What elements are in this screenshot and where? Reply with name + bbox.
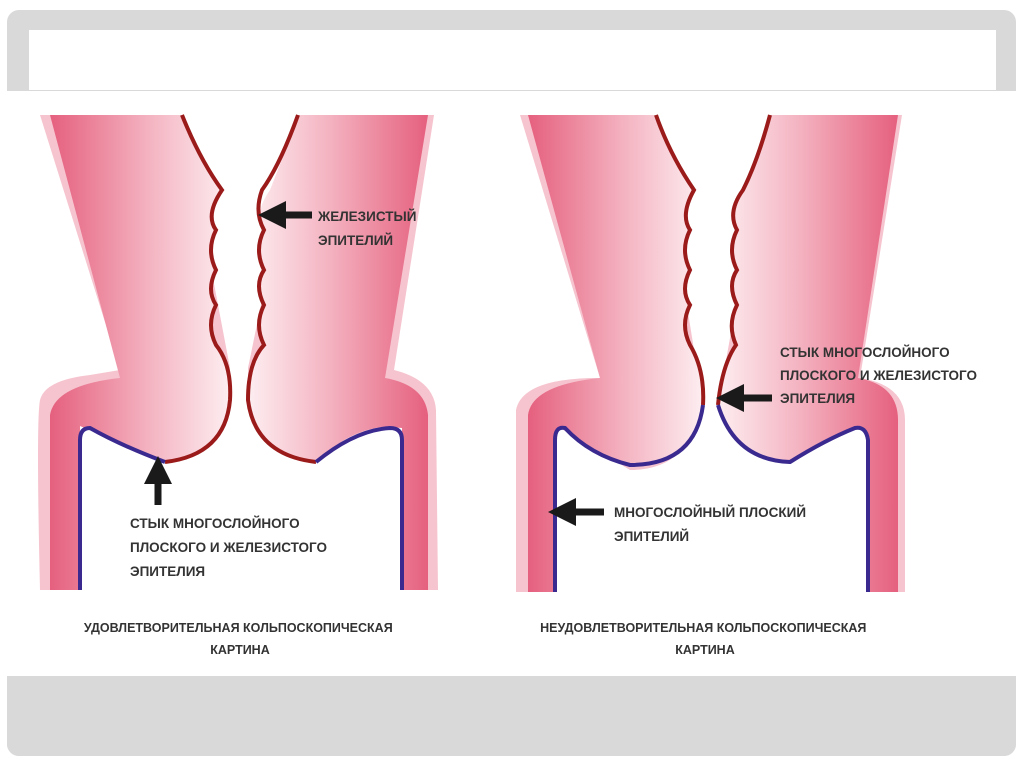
slide-top-band xyxy=(29,30,996,90)
left-squamous-line-right xyxy=(314,425,404,590)
right-squamous-line-right xyxy=(716,404,870,592)
right-caption-line1: НЕУДОВЛЕТВОРИТЕЛЬНАЯ КОЛЬПОСКОПИЧЕСКАЯ xyxy=(540,621,866,635)
right-lobe-right xyxy=(718,115,898,592)
right-squamous-label-line2: ЭПИТЕЛИЙ xyxy=(614,529,689,544)
left-glandular-label-line2: ЭПИТЕЛИЙ xyxy=(318,233,393,248)
left-caption-line1: УДОВЛЕТВОРИТЕЛЬНАЯ КОЛЬПОСКОПИЧЕСКАЯ xyxy=(84,621,393,635)
left-glandular-line-left xyxy=(164,114,233,464)
left-caption: УДОВЛЕТВОРИТЕЛЬНАЯ КОЛЬПОСКОПИЧЕСКАЯ КАР… xyxy=(84,621,396,657)
right-squamous-line-left xyxy=(553,404,705,592)
right-squamous-label-line1: МНОГОСЛОЙНЫЙ ПЛОСКИЙ xyxy=(614,505,806,520)
left-squamous-line-left xyxy=(78,425,166,590)
left-lobe-right xyxy=(248,115,428,590)
left-glandular-label: ЖЕЛЕЗИСТЫЙ ЭПИТЕЛИЙ xyxy=(317,209,420,248)
left-glandular-label-line1: ЖЕЛЕЗИСТЫЙ xyxy=(317,209,416,224)
left-glandular-line-right xyxy=(245,114,317,464)
left-caption-line2: КАРТИНА xyxy=(210,643,270,657)
right-squamous-label: МНОГОСЛОЙНЫЙ ПЛОСКИЙ ЭПИТЕЛИЙ xyxy=(614,505,810,544)
right-lobe-left xyxy=(528,115,704,592)
right-caption-line2: КАРТИНА xyxy=(675,643,735,657)
right-glandular-line-left xyxy=(654,114,706,406)
left-junction-label: СТЫК МНОГОСЛОЙНОГО ПЛОСКОГО И ЖЕЛЕЗИСТОГ… xyxy=(130,516,331,579)
left-junction-label-line3: ЭПИТЕЛИЯ xyxy=(130,564,205,579)
right-junction-label-line1: СТЫК МНОГОСЛОЙНОГО xyxy=(780,345,950,360)
right-junction-label-line3: ЭПИТЕЛИЯ xyxy=(780,391,855,406)
right-junction-label: СТЫК МНОГОСЛОЙНОГО ПЛОСКОГО И ЖЕЛЕЗИСТОГ… xyxy=(780,345,981,406)
left-cervix: ЖЕЛЕЗИСТЫЙ ЭПИТЕЛИЙ СТЫК МНОГОСЛОЙНОГО П… xyxy=(38,114,438,657)
left-lobe-left xyxy=(50,115,231,590)
left-junction-label-line1: СТЫК МНОГОСЛОЙНОГО xyxy=(130,516,300,531)
left-junction-label-line2: ПЛОСКОГО И ЖЕЛЕЗИСТОГО xyxy=(130,540,327,555)
right-cervix: СТЫК МНОГОСЛОЙНОГО ПЛОСКОГО И ЖЕЛЕЗИСТОГ… xyxy=(516,114,981,657)
slide-bottom-band xyxy=(7,676,1016,756)
right-caption: НЕУДОВЛЕТВОРИТЕЛЬНАЯ КОЛЬПОСКОПИЧЕСКАЯ К… xyxy=(540,621,870,657)
right-junction-label-line2: ПЛОСКОГО И ЖЕЛЕЗИСТОГО xyxy=(780,368,977,383)
right-glandular-line-right xyxy=(716,114,772,406)
